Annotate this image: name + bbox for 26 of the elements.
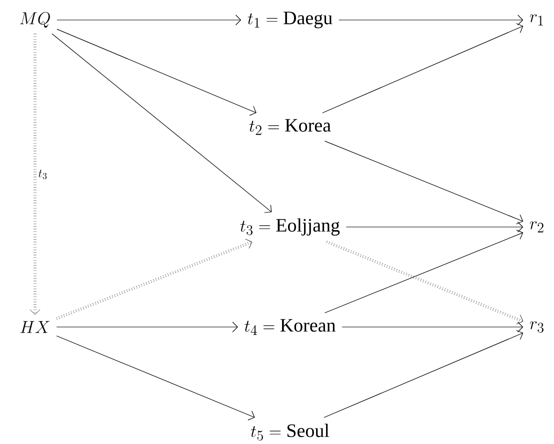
arrow <box>346 222 524 232</box>
arrow <box>324 330 524 418</box>
math-label: $HX$ <box>20 321 50 333</box>
node-label: $t_1 = \mathrm{Daegu}$ <box>248 12 332 28</box>
arrow <box>56 238 252 320</box>
arrow <box>56 28 256 116</box>
math-label: $r_1$ <box>530 14 543 26</box>
node-label: $t_3 = \mathrm{Eoljjang}$ <box>240 218 340 236</box>
math-label: $r_2$ <box>530 221 544 232</box>
arrow <box>324 140 524 224</box>
node-label: $t_5 = \mathrm{Seoul}$ <box>250 424 330 441</box>
math-label: $r_3$ <box>530 321 544 333</box>
arrow <box>342 322 524 332</box>
edge-label: $t_3$ <box>38 170 47 180</box>
arrow <box>52 33 272 213</box>
arrow <box>56 322 238 332</box>
node-label: $t_2 = \mathrm{Korea}$ <box>249 119 331 135</box>
arrow <box>322 23 524 114</box>
arrow <box>338 14 524 26</box>
node-label: $t_4 = \mathrm{Korean}$ <box>244 319 336 335</box>
arrow <box>30 34 40 315</box>
arrow <box>56 336 255 420</box>
arrow <box>324 230 524 314</box>
arrow <box>56 14 242 26</box>
math-label: $MQ$ <box>20 12 50 28</box>
arrow <box>326 240 524 324</box>
